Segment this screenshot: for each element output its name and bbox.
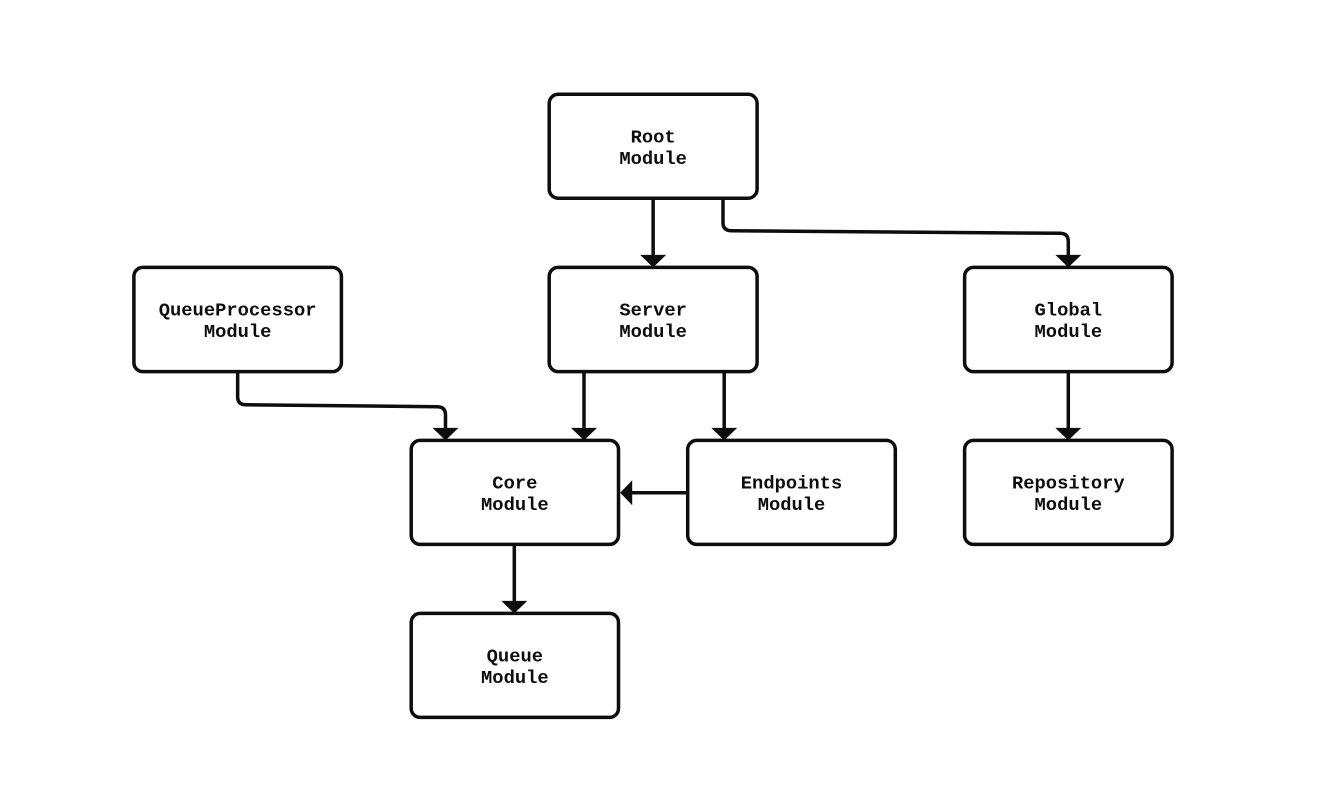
svg-text:Global: Global (1035, 300, 1103, 322)
svg-text:Module: Module (481, 667, 549, 689)
svg-text:Module: Module (204, 321, 272, 343)
svg-text:Module: Module (481, 494, 549, 516)
svg-text:Queue: Queue (487, 645, 543, 667)
svg-text:Module: Module (1035, 321, 1103, 343)
svg-text:Module: Module (619, 148, 687, 170)
svg-text:Endpoints: Endpoints (741, 472, 842, 494)
svg-text:QueueProcessor: QueueProcessor (159, 300, 317, 322)
svg-text:Repository: Repository (1012, 472, 1125, 494)
svg-text:Server: Server (619, 300, 687, 322)
svg-text:Module: Module (619, 321, 687, 343)
svg-text:Module: Module (758, 494, 826, 516)
svg-text:Module: Module (1035, 494, 1103, 516)
svg-text:Core: Core (492, 472, 537, 494)
svg-text:Root: Root (631, 126, 676, 148)
